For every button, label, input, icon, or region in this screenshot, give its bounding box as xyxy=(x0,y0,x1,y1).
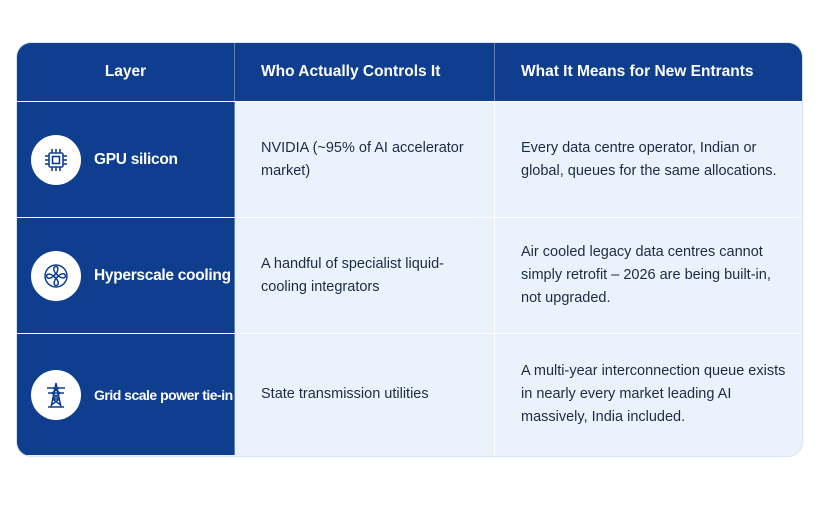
header-controller: Who Actually Controls It xyxy=(235,43,495,101)
table-row: Grid scale power tie-in State transmissi… xyxy=(17,333,802,455)
controller-cell: NVIDIA (~95% of AI accelerator market) xyxy=(235,102,495,217)
table-row: Hyperscale cooling A handful of speciali… xyxy=(17,217,802,333)
controller-cell: State transmission utilities xyxy=(235,334,495,455)
chip-icon xyxy=(31,134,81,185)
layer-cell: Hyperscale cooling xyxy=(17,218,235,333)
layer-cell: Grid scale power tie-in xyxy=(17,334,235,455)
layer-label: Hyperscale cooling xyxy=(94,266,231,284)
transmission-tower-icon xyxy=(31,369,81,420)
comparison-table: Layer Who Actually Controls It What It M… xyxy=(17,43,802,456)
meaning-cell: Air cooled legacy data centres cannot si… xyxy=(495,218,802,333)
layer-label: GPU silicon xyxy=(94,150,178,168)
layer-cell: GPU silicon xyxy=(17,102,235,217)
table-header-row: Layer Who Actually Controls It What It M… xyxy=(17,43,802,101)
table-row: GPU silicon NVIDIA (~95% of AI accelerat… xyxy=(17,101,802,217)
meaning-cell: A multi-year interconnection queue exist… xyxy=(495,334,802,455)
fan-icon xyxy=(31,250,81,301)
layer-label: Grid scale power tie-in xyxy=(94,386,233,403)
controller-cell: A handful of specialist liquid-cooling i… xyxy=(235,218,495,333)
header-layer: Layer xyxy=(17,43,235,101)
meaning-cell: Every data centre operator, Indian or gl… xyxy=(495,102,802,217)
header-meaning: What It Means for New Entrants xyxy=(521,63,754,80)
